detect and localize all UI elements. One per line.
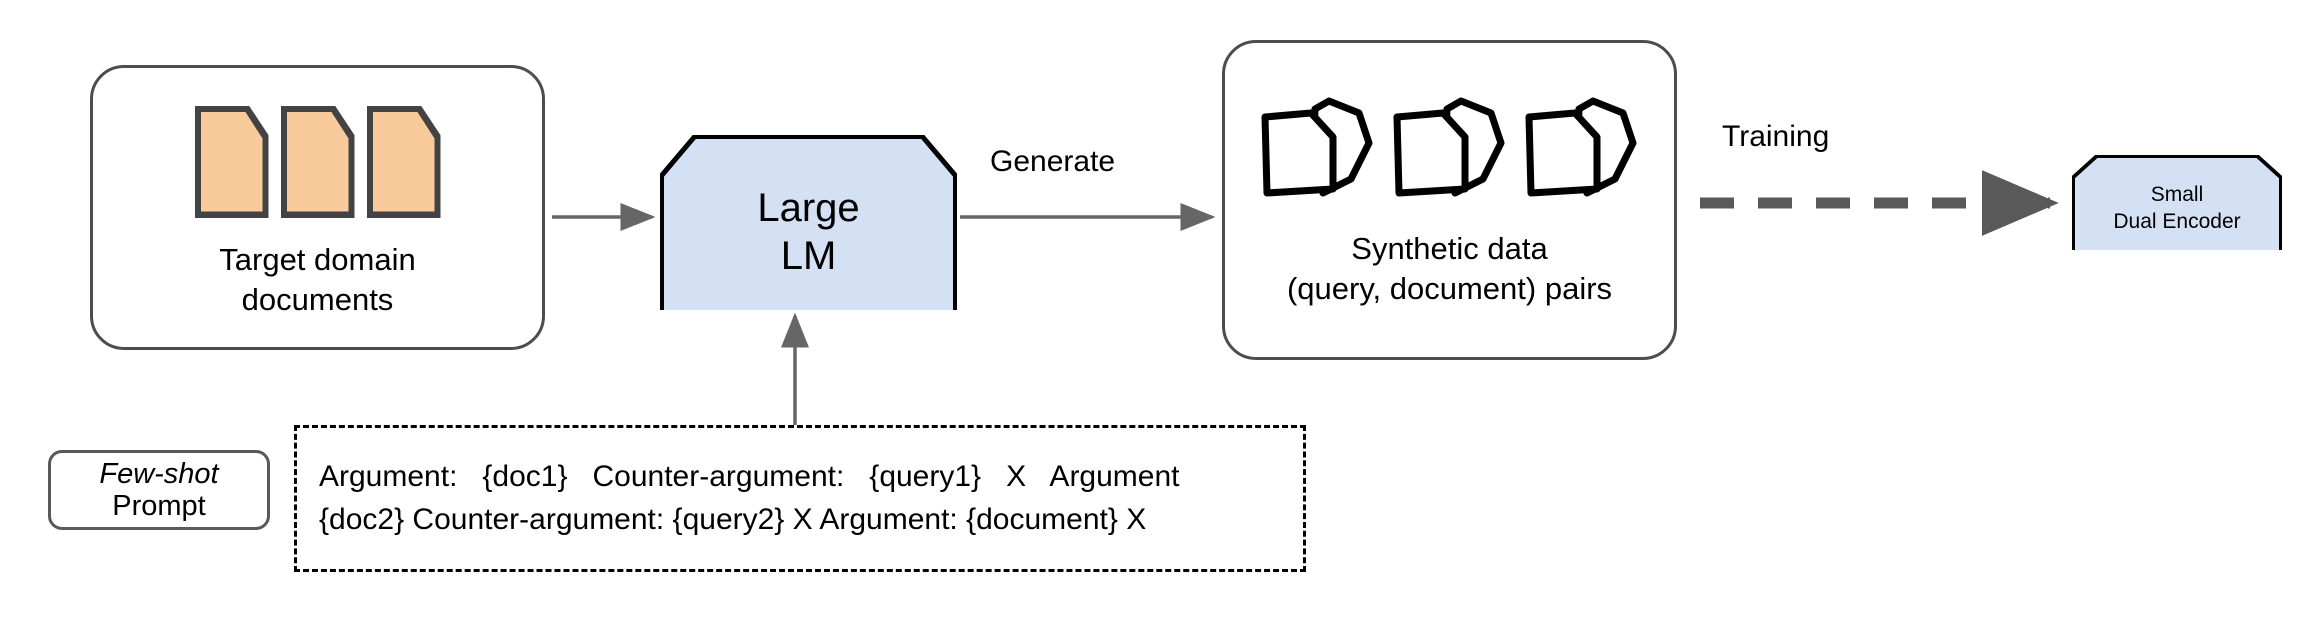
document-icon xyxy=(366,106,441,218)
prompt-line: Argument: {doc1} Counter-argument: {quer… xyxy=(319,459,1180,493)
prompt-text-box[interactable]: Argument: {doc1} Counter-argument: {quer… xyxy=(294,425,1306,572)
document-icon-face xyxy=(200,111,263,212)
large-lm-node[interactable]: Large LM xyxy=(660,135,957,310)
document-icon xyxy=(280,106,355,218)
document-icon-face xyxy=(372,111,435,212)
synthetic-data-caption: Synthetic data (query, document) pairs xyxy=(1286,231,1613,306)
small-dual-encoder-node[interactable]: Small Dual Encoder xyxy=(2072,155,2282,250)
document-pair-icon xyxy=(1261,97,1372,197)
document-icon xyxy=(194,106,269,218)
small-dual-encoder-face: Small Dual Encoder xyxy=(2075,158,2279,250)
document-icon-row xyxy=(93,106,542,218)
few-shot-prompt-pill[interactable]: Few-shot Prompt xyxy=(48,450,270,530)
prompt-line: {doc2} Counter-argument: {query2} X Argu… xyxy=(319,502,1147,536)
target-domain-caption: Target domain documents xyxy=(219,242,416,317)
small-dual-encoder-label: Small Dual Encoder xyxy=(2113,182,2241,233)
large-lm-label: Large LM xyxy=(757,186,860,278)
edge-label-training: Training xyxy=(1722,120,1830,153)
document-pair-row xyxy=(1225,95,1674,207)
document-pair-icon xyxy=(1525,97,1636,197)
large-lm-face: Large LM xyxy=(664,139,953,310)
document-pair-icon xyxy=(1393,97,1504,197)
synthetic-data-group: Synthetic data (query, document) pairs xyxy=(1222,40,1677,360)
document-icon-face xyxy=(286,111,349,212)
few-shot-label: Prompt xyxy=(112,490,206,522)
few-shot-label-emphasis: Few-shot xyxy=(99,457,219,490)
target-domain-group: Target domain documents xyxy=(90,65,545,350)
edge-label-generate: Generate xyxy=(990,145,1116,178)
